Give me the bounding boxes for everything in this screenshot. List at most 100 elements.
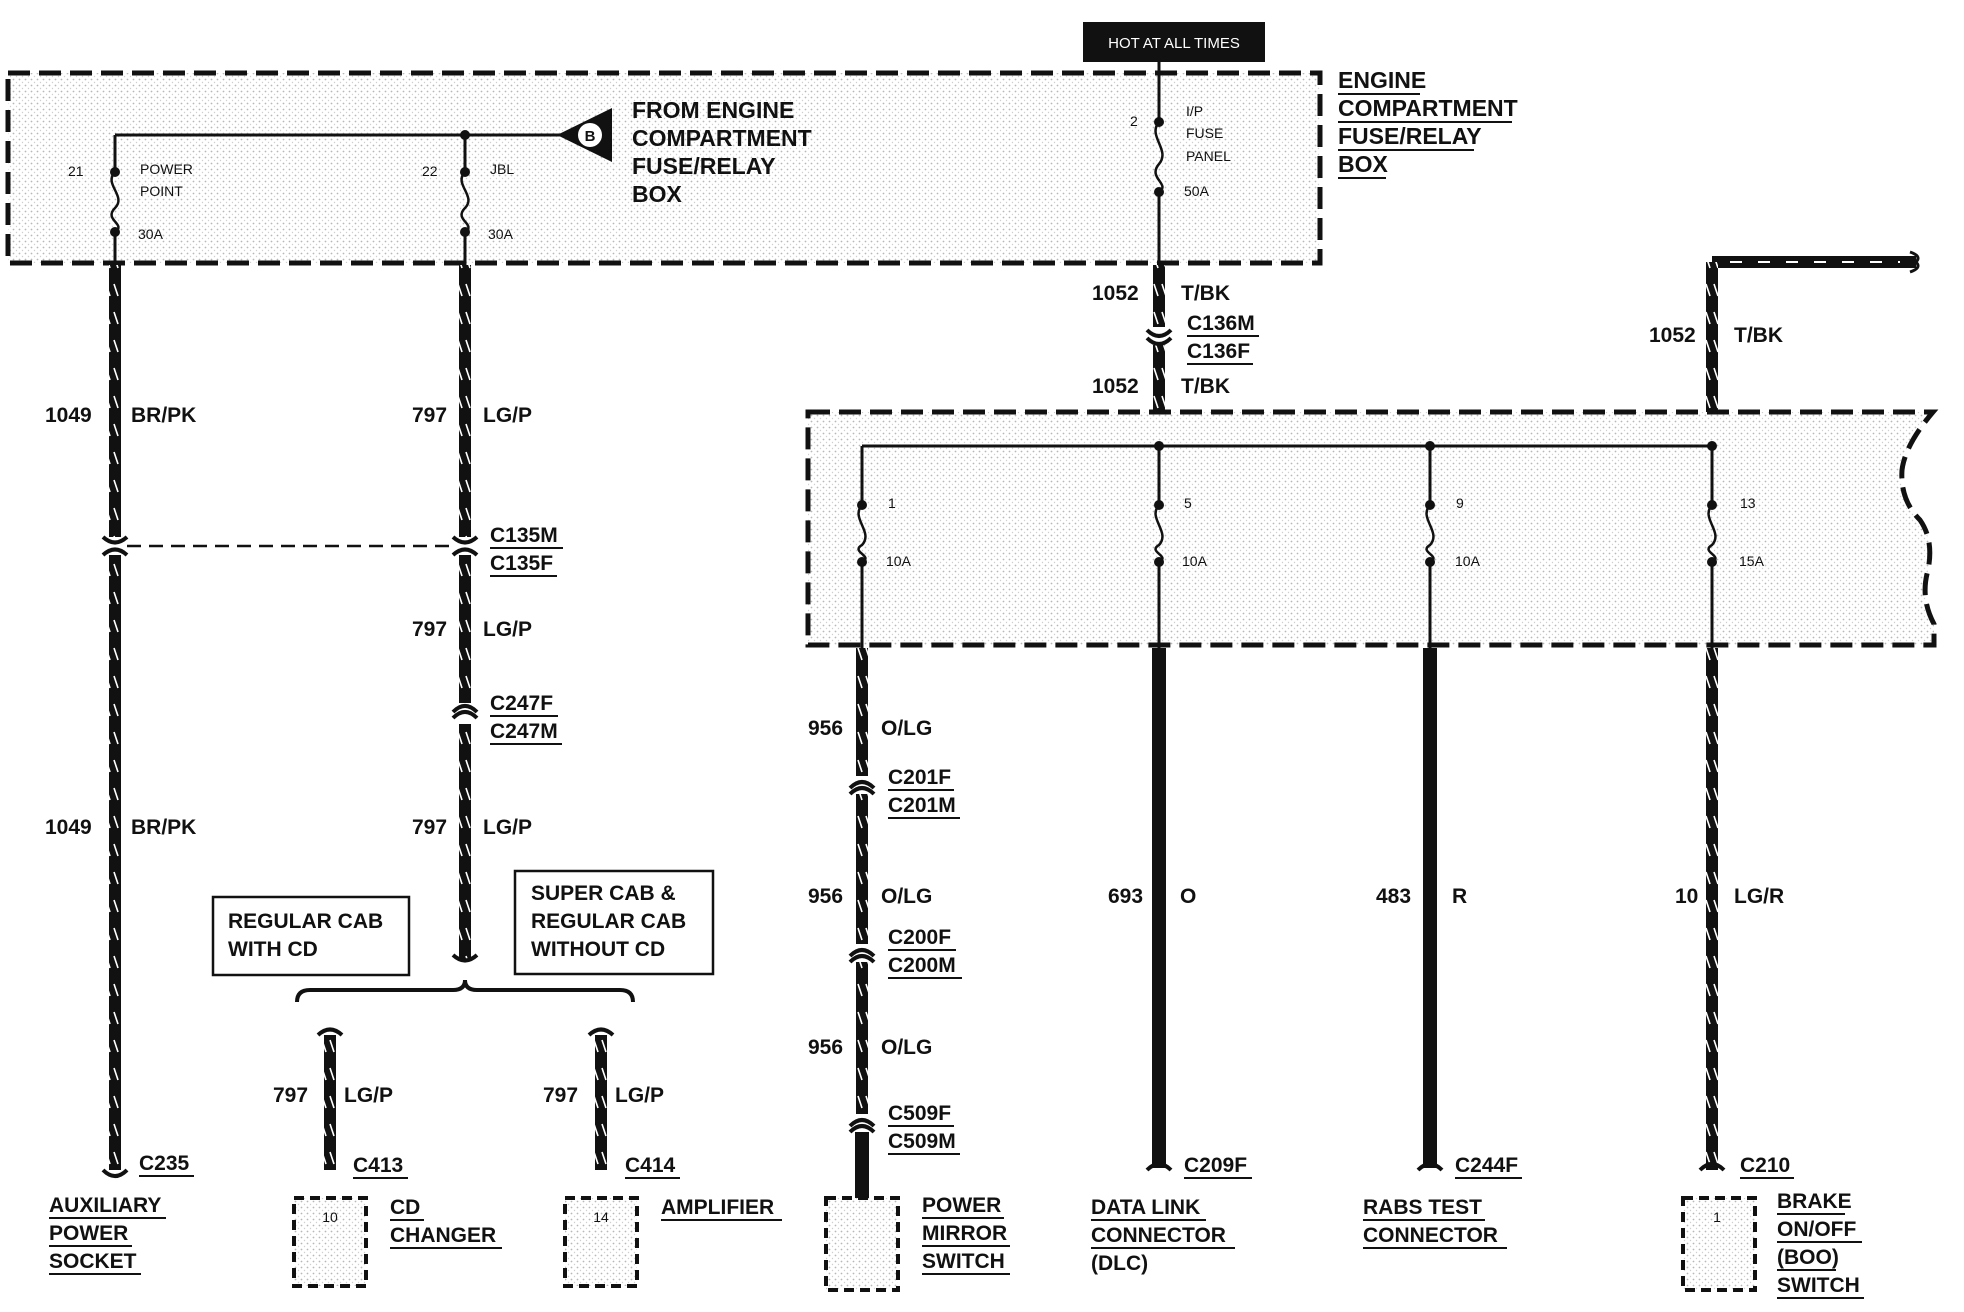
svg-text:797: 797 xyxy=(412,618,447,641)
svg-text:C509F: C509F xyxy=(888,1102,951,1125)
svg-text:CONNECTOR: CONNECTOR xyxy=(1363,1224,1498,1247)
svg-text:CHANGER: CHANGER xyxy=(390,1224,496,1247)
svg-text:PANEL: PANEL xyxy=(1186,148,1231,164)
svg-text:T/BK: T/BK xyxy=(1181,375,1230,398)
component-data-link-connector: C209F DATA LINK CONNECTOR (DLC) xyxy=(1091,1154,1252,1275)
component-rabs-test-connector: C244F RABS TEST CONNECTOR xyxy=(1363,1154,1522,1249)
svg-text:LG/R: LG/R xyxy=(1734,885,1784,908)
svg-text:POWER: POWER xyxy=(140,161,193,177)
svg-text:SUPER CAB &: SUPER CAB & xyxy=(531,882,676,905)
svg-text:FUSE/RELAY: FUSE/RELAY xyxy=(632,153,776,179)
ip-fuse-13: 13 15A xyxy=(1707,495,1765,648)
ip-fuse-panel-box xyxy=(805,409,1939,648)
engine-fuse-box xyxy=(5,70,1323,266)
svg-text:C235: C235 xyxy=(139,1152,190,1175)
connector-c136: C136M C136F xyxy=(1145,312,1259,365)
engine-box-bus xyxy=(113,130,560,172)
connector-c247: C247F C247M xyxy=(451,692,562,745)
wire-1049 xyxy=(109,265,121,1170)
svg-text:LG/P: LG/P xyxy=(344,1084,393,1107)
svg-text:30A: 30A xyxy=(488,226,514,242)
svg-text:10A: 10A xyxy=(886,553,912,569)
svg-text:1: 1 xyxy=(1713,1209,1721,1225)
svg-text:956: 956 xyxy=(808,1036,843,1059)
svg-text:FUSE: FUSE xyxy=(1186,125,1223,141)
wire-797 xyxy=(459,265,471,960)
svg-text:22: 22 xyxy=(422,163,438,179)
svg-text:I/P: I/P xyxy=(1186,103,1203,119)
svg-text:C200F: C200F xyxy=(888,926,951,949)
svg-text:797: 797 xyxy=(543,1084,578,1107)
svg-text:O/LG: O/LG xyxy=(881,717,932,740)
fuse-2-ip-fuse-panel: 2 I/P FUSE PANEL 50A xyxy=(1130,62,1231,265)
wire-label-797-c: 797 LG/P xyxy=(412,816,532,839)
svg-text:REGULAR CAB: REGULAR CAB xyxy=(228,910,383,933)
connector-c200: C200F C200M xyxy=(848,926,962,979)
component-amplifier: 14 C414 AMPLIFIER xyxy=(563,1154,782,1288)
fuse-22-jbl: 22 JBL 30A xyxy=(422,161,514,265)
wire-483: 483 R xyxy=(1376,648,1467,1172)
connector-c135-left xyxy=(101,535,129,557)
option-regular-cab-with-cd: REGULAR CAB WITH CD xyxy=(211,895,411,977)
svg-text:ENGINE: ENGINE xyxy=(1338,67,1426,93)
wire-label-1049-bottom: 1049 BR/PK xyxy=(45,816,196,839)
svg-text:T/BK: T/BK xyxy=(1181,282,1230,305)
connector-c135: C135M C135F xyxy=(451,524,563,577)
svg-text:15A: 15A xyxy=(1739,553,1765,569)
svg-text:483: 483 xyxy=(1376,885,1411,908)
svg-text:14: 14 xyxy=(593,1209,609,1225)
svg-text:1052: 1052 xyxy=(1649,324,1696,347)
svg-text:C201M: C201M xyxy=(888,794,956,817)
hot-at-all-times-label: HOT AT ALL TIMES xyxy=(1083,22,1265,62)
svg-text:(DLC): (DLC) xyxy=(1091,1252,1148,1275)
svg-text:C201F: C201F xyxy=(888,766,951,789)
svg-text:C247M: C247M xyxy=(490,720,558,743)
svg-text:RABS TEST: RABS TEST xyxy=(1363,1196,1482,1219)
svg-text:O/LG: O/LG xyxy=(881,1036,932,1059)
option-super-cab: SUPER CAB & REGULAR CAB WITHOUT CD xyxy=(513,869,715,976)
wire-797-splice-end xyxy=(451,953,479,963)
connector-c201: C201F C201M xyxy=(848,766,960,819)
svg-text:DATA LINK: DATA LINK xyxy=(1091,1196,1200,1219)
svg-text:1049: 1049 xyxy=(45,404,92,427)
svg-text:LG/P: LG/P xyxy=(483,618,532,641)
svg-text:C136F: C136F xyxy=(1187,340,1250,363)
svg-text:C135M: C135M xyxy=(490,524,558,547)
svg-text:5: 5 xyxy=(1184,495,1192,511)
svg-text:C244F: C244F xyxy=(1455,1154,1518,1177)
svg-text:C200M: C200M xyxy=(888,954,956,977)
svg-text:BOX: BOX xyxy=(632,181,683,207)
wire-label-1052-a: 1052 T/BK xyxy=(1092,282,1230,305)
svg-text:BR/PK: BR/PK xyxy=(131,404,196,427)
wire-693: 693 O xyxy=(1108,648,1196,1172)
svg-text:BR/PK: BR/PK xyxy=(131,816,196,839)
from-engine-label: FROM ENGINE COMPARTMENT FUSE/RELAY BOX xyxy=(632,97,812,207)
svg-text:AUXILIARY: AUXILIARY xyxy=(49,1194,161,1217)
svg-text:C135F: C135F xyxy=(490,552,553,575)
svg-text:10: 10 xyxy=(322,1209,338,1225)
ip-fuse-9: 9 10A xyxy=(1425,495,1481,648)
svg-text:CD: CD xyxy=(390,1196,420,1219)
svg-text:COMPARTMENT: COMPARTMENT xyxy=(1338,95,1518,121)
svg-text:10A: 10A xyxy=(1455,553,1481,569)
svg-text:REGULAR CAB: REGULAR CAB xyxy=(531,910,686,933)
svg-text:50A: 50A xyxy=(1184,183,1210,199)
wire-label-956-c: 956 O/LG xyxy=(808,1036,932,1059)
svg-text:1: 1 xyxy=(888,495,896,511)
svg-text:C210: C210 xyxy=(1740,1154,1790,1177)
ip-fuse-1: 1 10A xyxy=(857,495,912,648)
svg-text:30A: 30A xyxy=(138,226,164,242)
svg-text:797: 797 xyxy=(412,816,447,839)
svg-text:MIRROR: MIRROR xyxy=(922,1222,1007,1245)
wire-label-1052-b: 1052 T/BK xyxy=(1092,375,1230,398)
svg-text:CONNECTOR: CONNECTOR xyxy=(1091,1224,1226,1247)
wire-label-797-a: 797 LG/P xyxy=(412,404,532,427)
wire-label-797-b: 797 LG/P xyxy=(412,618,532,641)
ip-panel-bus xyxy=(860,441,1717,505)
svg-text:10: 10 xyxy=(1675,885,1698,908)
svg-text:JBL: JBL xyxy=(490,161,514,177)
svg-text:FUSE/RELAY: FUSE/RELAY xyxy=(1338,123,1482,149)
svg-text:956: 956 xyxy=(808,717,843,740)
